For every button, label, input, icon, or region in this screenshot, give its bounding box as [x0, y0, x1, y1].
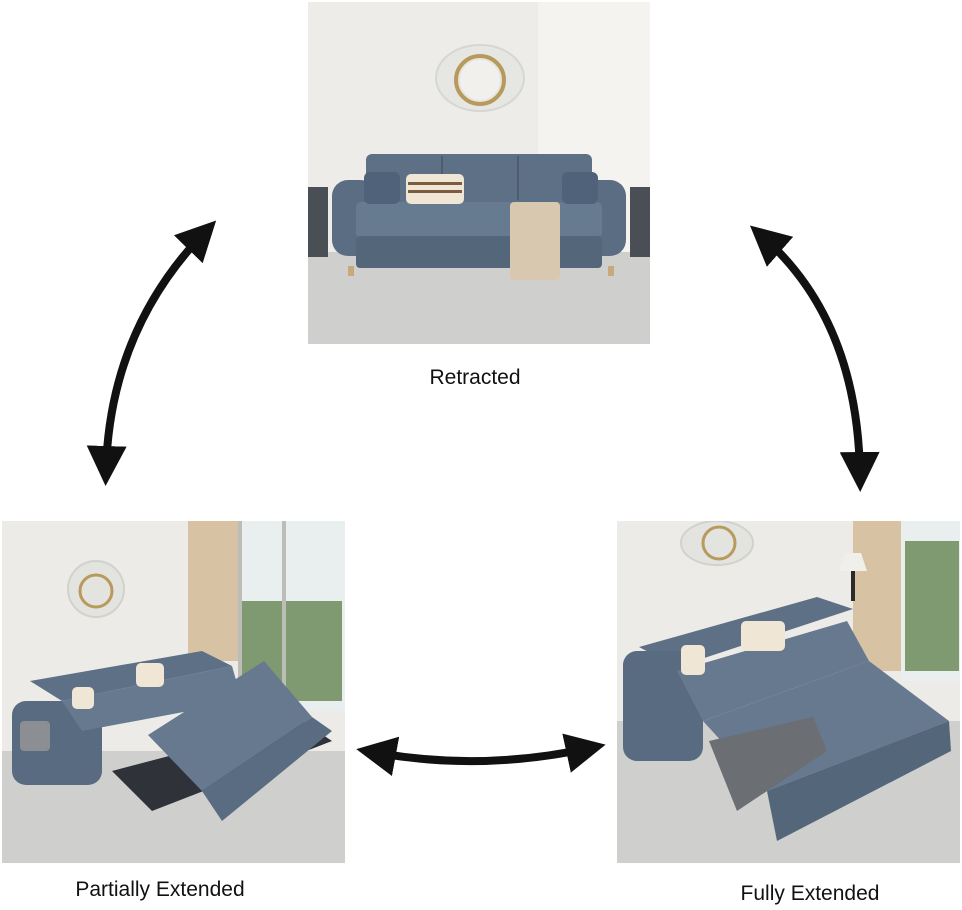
sofa	[623, 597, 951, 841]
arrow-bottom-double-icon	[356, 733, 606, 777]
sofa	[332, 154, 626, 280]
partially-extended-sofa-illustration	[2, 521, 345, 863]
fully-extended-sofa-photo	[617, 521, 960, 863]
retracted-sofa-photo	[308, 2, 650, 344]
wall-mirror	[67, 560, 125, 618]
wall-mirror	[435, 44, 525, 112]
caption-partially-extended: Partially Extended	[75, 878, 245, 901]
arrow-right-double-icon	[749, 225, 880, 492]
caption-retracted: Retracted	[429, 366, 521, 389]
retracted-sofa-illustration	[308, 2, 650, 344]
sofa	[12, 651, 332, 821]
caption-fully-extended: Fully Extended	[740, 882, 880, 905]
table-lamp	[839, 553, 867, 601]
partially-extended-sofa-photo	[2, 521, 345, 863]
arrow-left-double-icon	[86, 220, 217, 486]
wall-mirror	[680, 521, 754, 566]
fully-extended-sofa-illustration	[617, 521, 960, 863]
